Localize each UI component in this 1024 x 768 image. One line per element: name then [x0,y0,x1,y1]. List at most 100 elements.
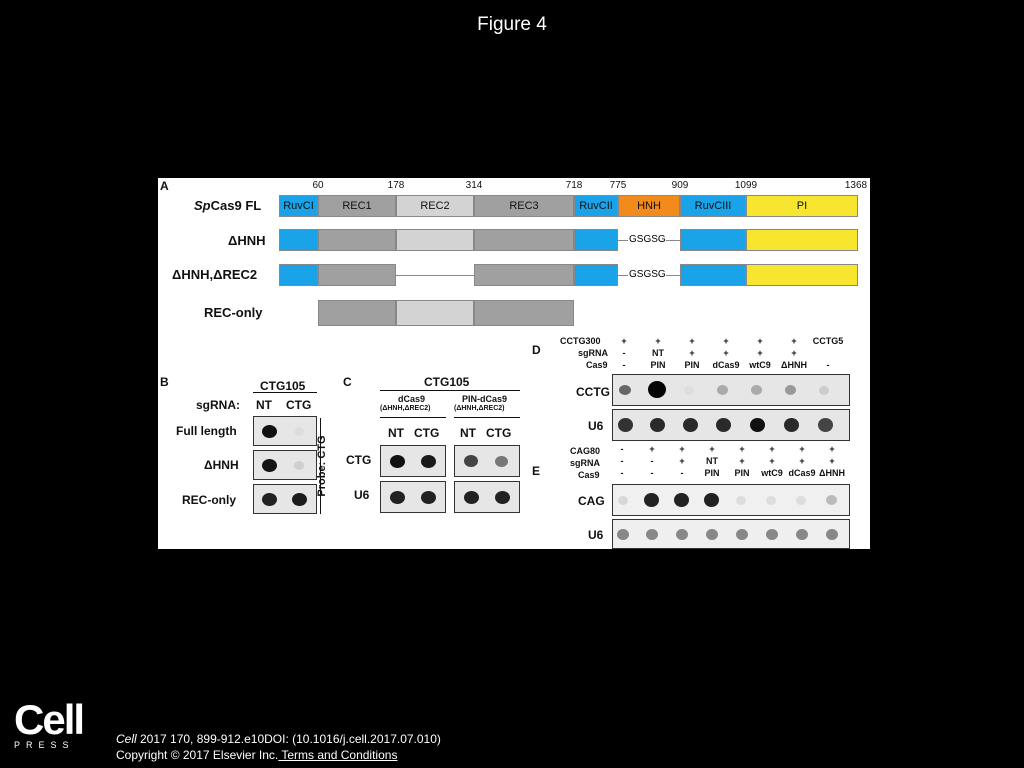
group-pin-dcas9-sub: (ΔHNH,ΔREC2) [454,405,505,412]
d-col-1-r3: - [622,360,626,370]
d-col-5-r3: wtC9 [749,360,771,370]
d-col-7-r1: CCTG5 [812,336,844,346]
row-label-rec-only: REC-only [204,305,263,320]
label-sgrna-d: sgRNA [578,348,609,358]
row-d-cctg: CCTG [576,385,610,399]
d-col-3-r3: PIN [684,360,700,370]
domain-rec1: REC1 [318,195,396,217]
blot-d-cctg [612,374,850,406]
row-c-ctg: CTG [346,453,372,467]
group-dcas9: dCas9 [398,394,426,404]
d-col-2-r2: NT [652,348,664,358]
blot-rec-only [253,484,317,514]
d-col-1-r1: + [621,336,627,346]
col-ctg: CTG [286,398,312,412]
d-col-4-r1: + [723,336,729,346]
row-full-length: Full length [176,424,237,438]
e-col-5-r3: PIN [734,468,750,478]
e-col-3-r1: + [679,444,685,454]
d-col-3-r1: + [689,336,695,346]
col-c-ctg-2: CTG [486,426,512,440]
e-col-5-r1: + [739,444,745,454]
construct-drec2-rec3 [474,264,574,286]
d-col-3-r2: + [689,348,695,358]
linker-label-dhnh: GSGSG [629,234,666,245]
construct-drec2-ruvcii [574,264,618,286]
domain-hnh: HNH [618,195,680,217]
e-col-3-r2: + [679,456,685,466]
tick-718: 718 [565,180,583,191]
cell-press-logo: Cell PRESS [14,699,85,751]
linker-line [666,240,680,241]
row-e-cag: CAG [578,494,605,508]
tick-1368: 1368 [844,180,868,191]
d-col-1-r2: - [622,348,626,358]
blot-c-ctg-dcas9 [380,445,446,477]
e-col-4-r1: + [709,444,715,454]
construct-dhnh-ruvci [279,229,318,251]
blot-dhnh [253,450,317,480]
rec2-deletion-line [396,275,474,276]
blot-d-u6 [612,409,850,441]
terms-link[interactable]: Terms and Conditions [278,748,398,762]
panel-b-header: CTG105 [260,379,306,393]
construct-drec2-ruvci [279,264,318,286]
panel-letter-d: D [532,343,541,357]
linker-line [618,275,628,276]
panel-letter-c: C [343,375,352,389]
linker-line [666,275,680,276]
construct-reconly-rec2 [396,300,474,326]
e-col-4-r2: NT [706,456,718,466]
e-col-6-r1: + [769,444,775,454]
e-col-7-r1: + [799,444,805,454]
row-label-dhnh-drec2: ΔHNH,ΔREC2 [172,267,258,282]
tick-60: 60 [312,180,324,191]
d-col-2-r1: + [655,336,661,346]
logo-press: PRESS [14,740,75,750]
e-col-7-r3: dCas9 [788,468,816,478]
col-c-ctg-1: CTG [414,426,440,440]
label-cag80: CAG80 [570,446,601,456]
e-col-1-r3: - [620,468,624,478]
row-rec-only: REC-only [182,493,236,507]
blot-full-length [253,416,317,446]
d-col-4-r2: + [723,348,729,358]
panel-letter-a: A [160,179,169,193]
e-col-8-r1: + [829,444,835,454]
copyright: Copyright © 2017 Elsevier Inc. Terms and… [116,748,398,762]
label-cas9-d: Cas9 [586,360,608,370]
row-dhnh: ΔHNH [204,458,239,472]
construct-drec2-ruvciii [680,264,746,286]
tick-775: 775 [609,180,627,191]
sgrna-label: sgRNA: [196,398,240,412]
group-dcas9-sub: (ΔHNH,ΔREC2) [380,405,431,412]
figure-panel: A 60 178 314 718 775 909 1099 1368 SpCas… [158,178,870,549]
d-col-6-r3: ΔHNH [781,360,807,370]
linker-line [618,240,628,241]
e-col-2-r1: + [649,444,655,454]
row-label-fl: SpCas9 FL [194,198,262,213]
group-rule [380,417,446,418]
row-label-dhnh: ΔHNH [228,233,266,248]
tick-909: 909 [671,180,689,191]
header-rule [253,392,317,393]
domain-ruvcii: RuvCII [574,195,618,217]
e-col-6-r2: + [769,456,775,466]
probe-label: Probe: CTG [316,435,328,497]
label-cctg300: CCTG300 [560,336,601,346]
blot-c-u6-dcas9 [380,481,446,513]
construct-dhnh-ruvcii [574,229,618,251]
construct-dhnh-rec2 [396,229,474,251]
e-col-8-r2: + [829,456,835,466]
construct-dhnh-pi [746,229,858,251]
e-col-2-r3: - [650,468,654,478]
row-e-u6: U6 [588,528,604,542]
e-col-1-r2: - [620,456,624,466]
domain-rec2: REC2 [396,195,474,217]
construct-drec2-pi [746,264,858,286]
construct-drec2-rec1 [318,264,396,286]
construct-reconly-rec1 [318,300,396,326]
figure-title: Figure 4 [477,14,547,35]
col-c-nt-1: NT [388,426,404,440]
label-cas9-e: Cas9 [578,470,600,480]
